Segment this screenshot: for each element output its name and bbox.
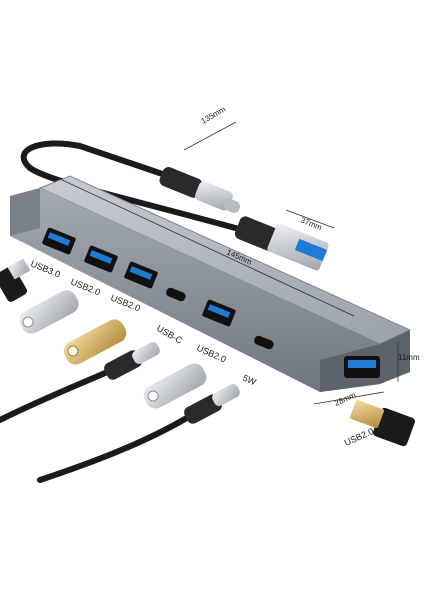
port-usb-c-4 [166,287,186,302]
port-label-1: USB3.0 [29,259,62,280]
flash-drive-silver-1-icon [19,290,79,334]
dimension-lines [57,121,399,405]
dim-hub-width: 28mm [333,390,357,407]
port-usb3-1 [42,227,76,255]
flash-drive-silver-2-icon [143,363,207,409]
port-label-7: USB2.0 [343,426,375,448]
usb-c-plug-icon [159,167,241,214]
dim-hub-height: 11mm [398,353,420,362]
dim-cable-length: 135mm [200,104,228,125]
usb-c-cable-1-icon [0,342,160,423]
usb-c-cable-2-icon [37,384,240,483]
port-usb-c-6 [254,335,274,350]
usb-a-cable-left-icon [0,258,31,302]
port-label-4: USB-C [155,323,185,346]
port-usb2-7 [344,356,380,378]
port-usb2-3 [124,261,158,289]
usb-a-plug-icon [234,216,329,271]
port-usb2-5 [202,299,236,327]
dim-plug-width: 37mm [299,216,323,233]
wireless-dongle-icon [350,400,415,447]
port-label-6: 5W [241,373,258,388]
port-usb2-2 [84,245,118,273]
port-label-5: USB2.0 [195,343,227,365]
flash-drive-gold-icon [63,319,127,365]
